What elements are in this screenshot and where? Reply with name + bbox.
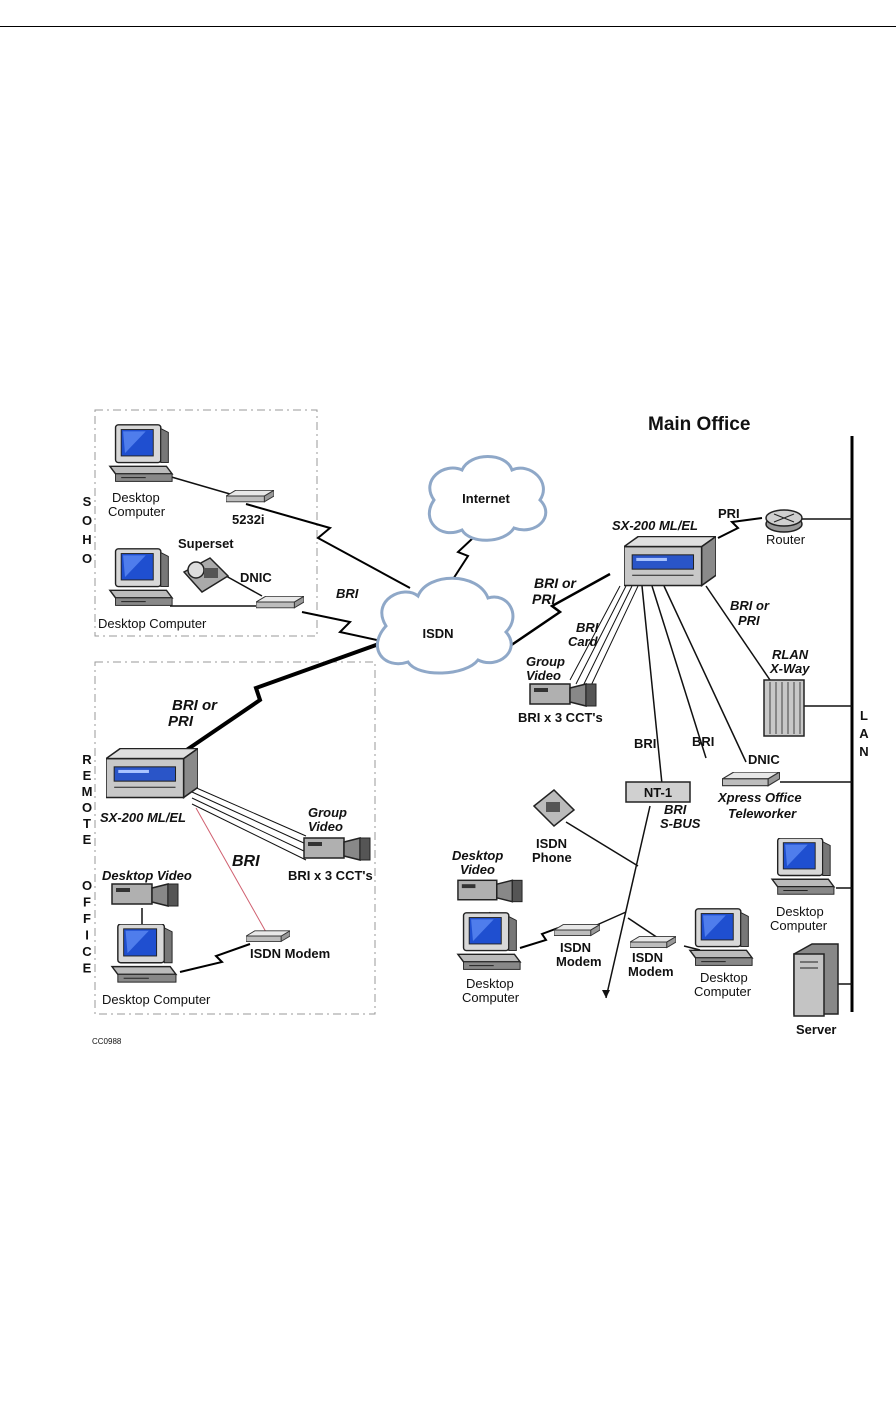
soho-5232i-label: 5232i <box>232 512 265 527</box>
remote-desktop-video-label: Desktop Video <box>102 868 192 883</box>
router-label: Router <box>766 532 806 547</box>
server-label: Server <box>796 1022 836 1037</box>
main-bri-sbus-label: BRI S-BUS <box>660 802 701 831</box>
remote-group-video-icon <box>303 837 371 861</box>
main-bri-1-label: BRI <box>634 736 656 751</box>
rlan-xway-label: RLAN X-Way <box>769 647 812 676</box>
main-desktop-computer-1-icon <box>457 912 521 971</box>
soho-dnic-modem-icon <box>256 596 304 609</box>
main-isdn-modem-1-label: ISDN Modem <box>556 940 602 969</box>
remote-sx200-label: SX-200 ML/EL <box>100 810 186 825</box>
main-desktop-video-label: Desktop Video <box>452 848 507 877</box>
main-sx200-icon <box>624 536 716 587</box>
main-bri-card-label: BRI Card <box>568 620 602 649</box>
soho-region <box>94 409 318 637</box>
main-office-title: Main Office <box>648 414 750 435</box>
remote-group-video-label: Group Video <box>308 805 351 834</box>
main-desktop-video-icon <box>457 879 523 903</box>
soho-bri-label: BRI <box>336 586 359 601</box>
soho-dnic-label: DNIC <box>240 570 272 585</box>
isdn-cloud: ISDN <box>375 576 515 675</box>
main-bri-2-label: BRI <box>692 734 714 749</box>
server-icon <box>793 943 839 1017</box>
superset-label: Superset <box>178 536 234 551</box>
soho-desktop-computer-label: Desktop Computer <box>108 490 166 519</box>
soho-5232i-icon <box>226 490 274 503</box>
main-isdn-modem-1-icon <box>554 924 600 937</box>
remote-office-region <box>94 661 376 1015</box>
remote-isdn-modem-label: ISDN Modem <box>250 946 330 961</box>
remote-bri-or-pri-label: BRI or PRI <box>168 697 221 730</box>
soho-desktop-computer-2-label: Desktop Computer <box>98 616 207 631</box>
main-desktop-computer-3-icon <box>771 838 835 895</box>
rlan-xway-icon <box>763 679 805 737</box>
remote-sx200-icon <box>106 748 198 799</box>
main-pri-label: PRI <box>718 506 740 521</box>
xpress-office-label: Xpress Office Teleworker <box>717 790 805 821</box>
xpress-dnic-icon <box>722 772 780 787</box>
main-bri-or-pri-left-label: BRI or PRI <box>532 575 580 607</box>
remote-isdn-modem-icon <box>246 930 290 942</box>
main-isdn-modem-2-label: ISDN Modem <box>628 950 674 979</box>
main-isdn-modem-2-icon <box>630 936 676 949</box>
superset-phone-icon <box>182 557 230 593</box>
remote-desktop-video-icon <box>111 883 179 907</box>
internet-label: Internet <box>462 491 510 506</box>
internet-cloud: Internet <box>427 455 548 542</box>
figure-code: CC0988 <box>92 1037 122 1046</box>
nt1-box: NT-1 <box>625 781 691 803</box>
remote-bri-label: BRI <box>232 853 260 870</box>
main-sx200-label: SX-200 ML/EL <box>612 518 698 533</box>
remote-desktop-computer-icon <box>111 924 177 983</box>
main-desktop-computer-2-label: Desktop Computer <box>694 970 752 999</box>
main-group-video-label: Group Video <box>526 654 569 683</box>
main-dnic-label: DNIC <box>748 752 780 767</box>
main-desktop-computer-1-label: Desktop Computer <box>462 976 520 1005</box>
page-top-rule <box>0 26 896 27</box>
isdn-phone-icon <box>532 788 576 828</box>
remote-bri-x3-label: BRI x 3 CCT's <box>288 868 373 883</box>
remote-desktop-computer-label: Desktop Computer <box>102 992 211 1007</box>
soho-desktop-computer-2-icon <box>109 548 173 607</box>
isdn-label: ISDN <box>422 626 453 641</box>
main-bri-or-pri-right-label: BRI or PRI <box>730 598 773 628</box>
svg-text:NT-1: NT-1 <box>644 785 672 800</box>
main-desktop-computer-3-label: Desktop Computer <box>770 904 828 933</box>
router-icon <box>765 509 803 533</box>
main-desktop-computer-2-icon <box>689 908 753 967</box>
svg-text:LAN: LAN <box>859 708 869 759</box>
isdn-phone-label: ISDN Phone <box>532 836 572 865</box>
main-group-video-icon <box>529 683 597 707</box>
main-bri-x3-label: BRI x 3 CCT's <box>518 710 603 725</box>
soho-desktop-computer-icon <box>109 424 173 483</box>
